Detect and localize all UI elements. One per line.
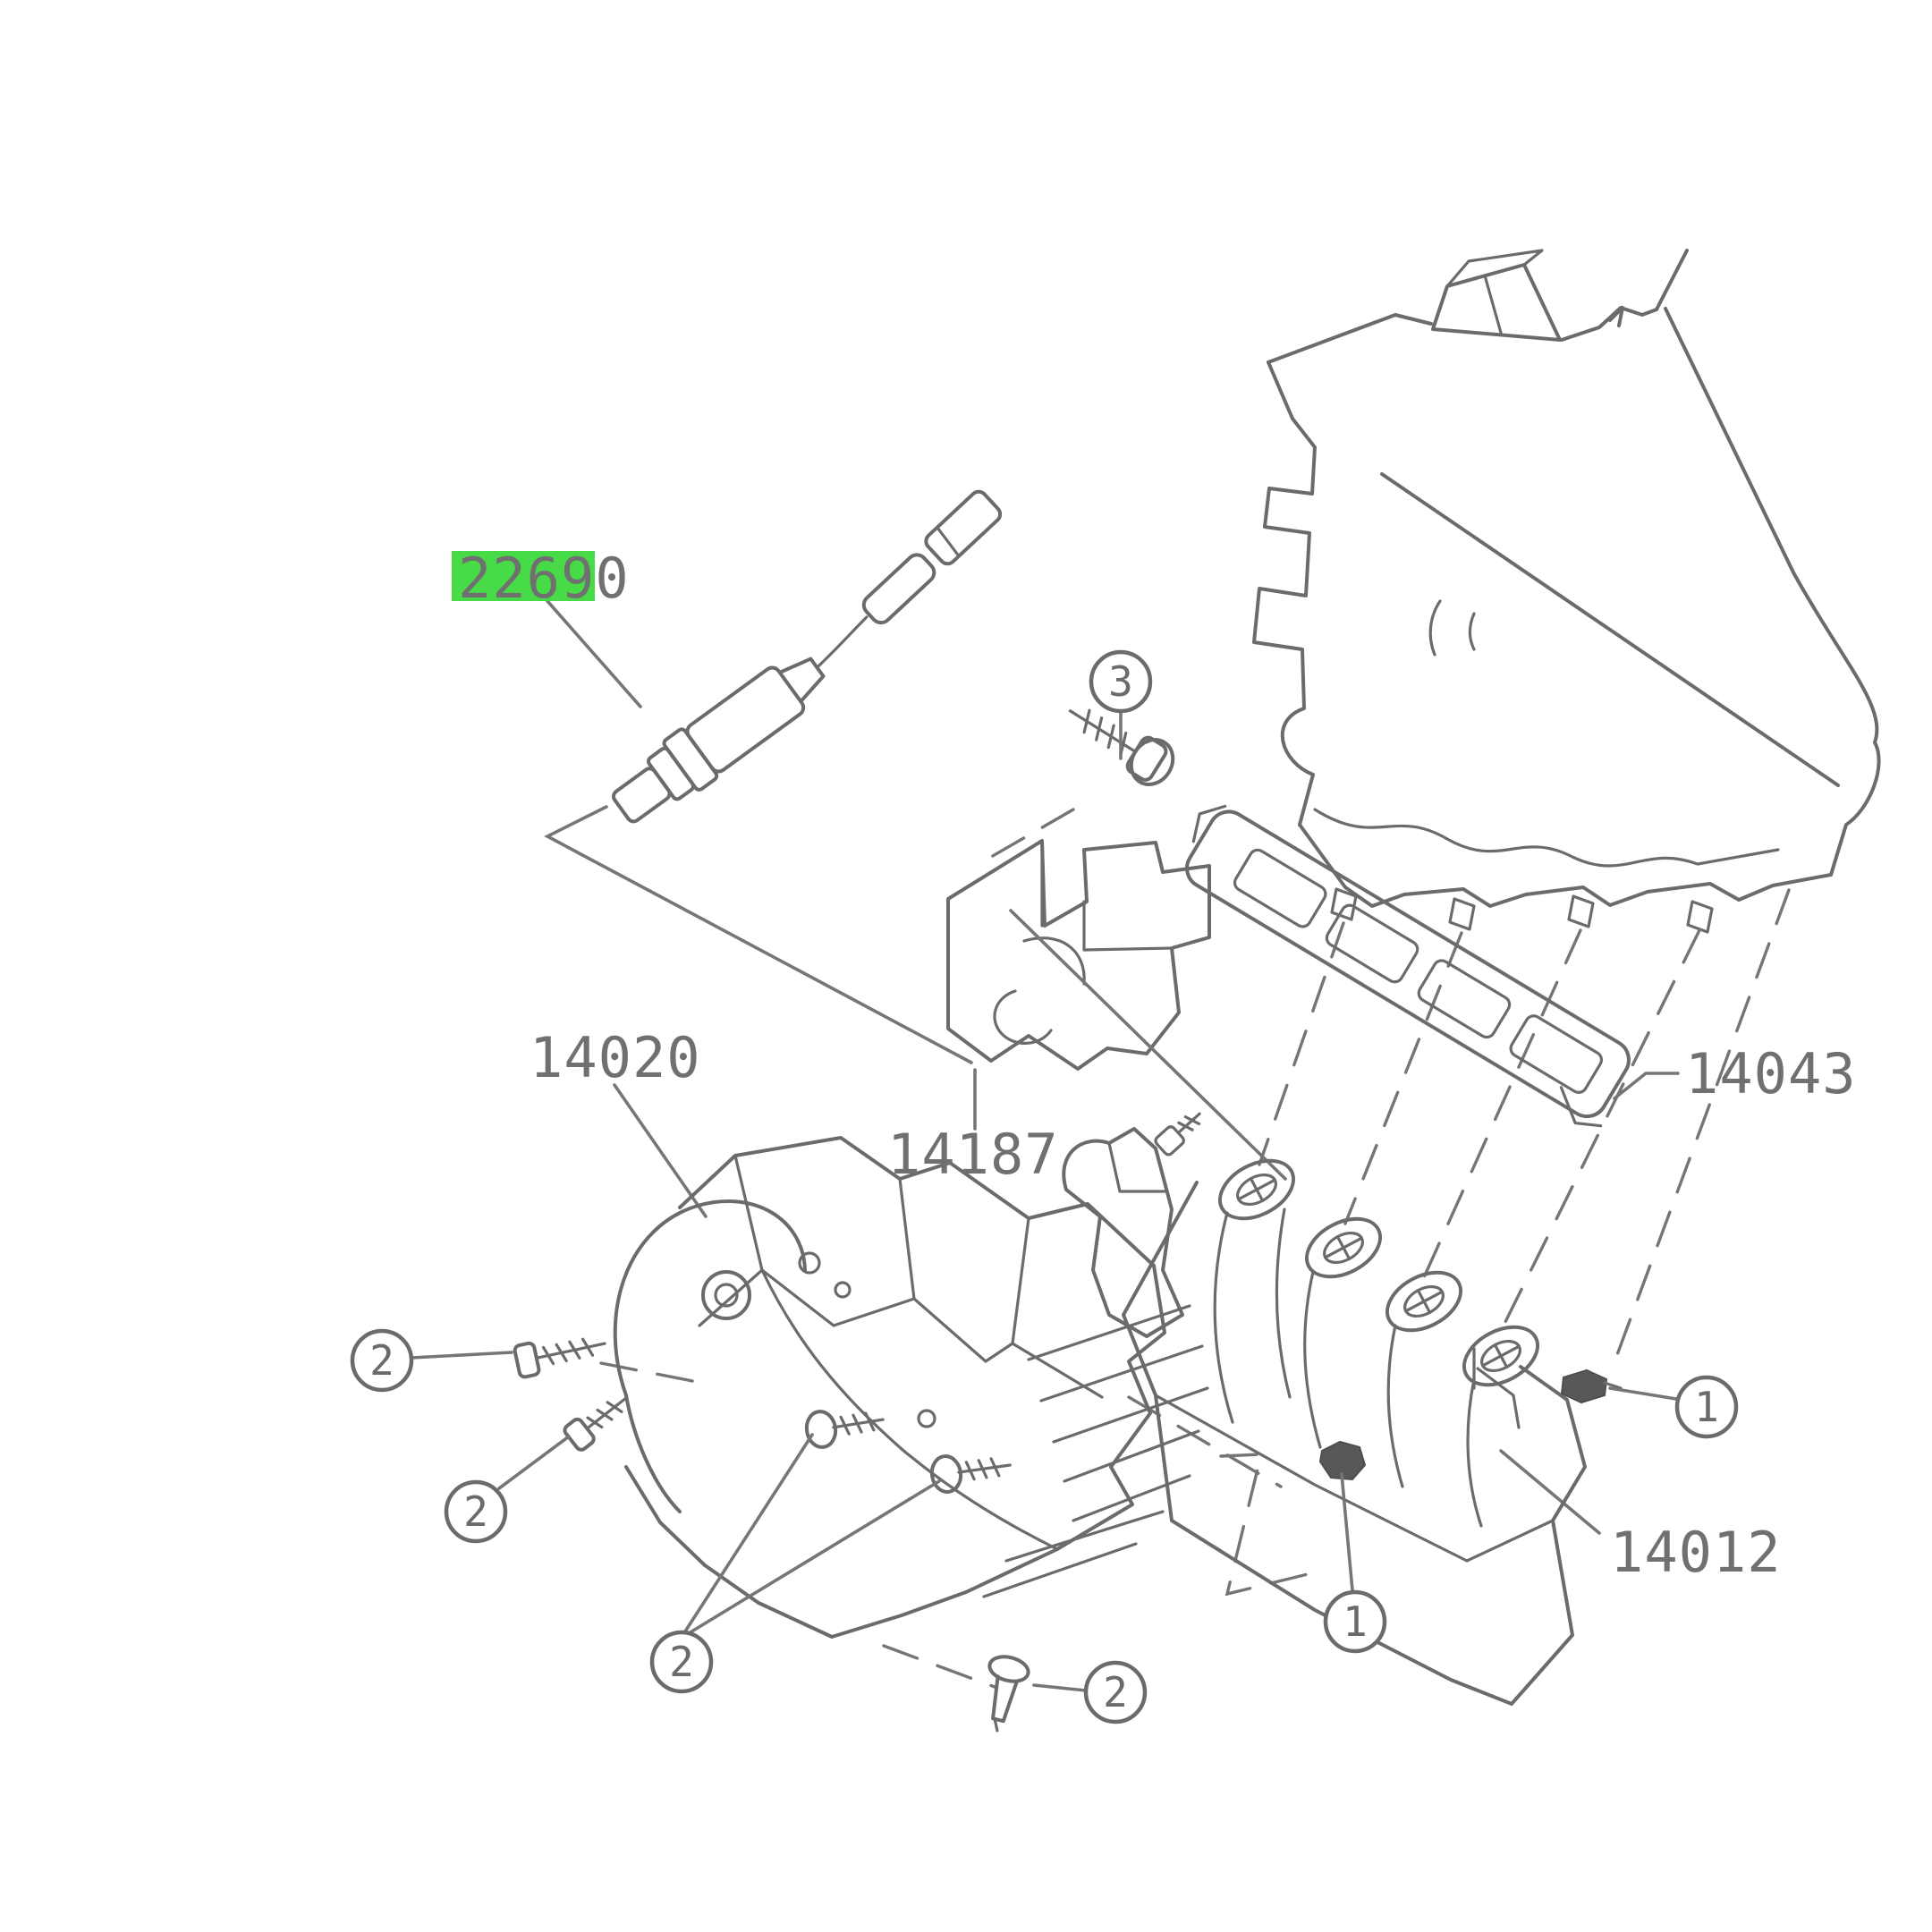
part-number-labels: 22690 14020 14187 14043 14012 [452,546,1857,1585]
insulator-strip-drawing [1185,804,1631,1128]
leader-lines [544,599,1680,1535]
marker-2-bottom-right: 2 [1083,1660,1148,1724]
bracket-bolt [1154,1112,1201,1157]
intake-manifold-drawing [1062,1112,1587,1706]
marker-label: 1 [1694,1383,1719,1431]
marker-label: 2 [669,1638,694,1686]
label-22690-highlighted: 2269 [458,546,595,611]
bolt-2-center-a [804,1410,885,1449]
manifold-ports [1217,1158,1540,1387]
marker-label: 1 [1343,1597,1368,1646]
screw-2-bottom [987,1655,1030,1733]
marker-label: 2 [463,1487,488,1536]
bolt-2-left-upper [513,1337,606,1379]
fasteners [513,708,1623,1733]
circled-markers: 3 2 2 2 2 1 1 [350,649,1739,1724]
assembly-axis-dashed-lines [599,808,1791,1689]
label-22690: 22690 [452,546,630,611]
bolt-1-right [1560,1368,1623,1404]
marker-1-right: 1 [1674,1375,1739,1439]
heat-shield-drawing [613,1136,1209,1639]
label-14020: 14020 [530,1025,701,1090]
marker-2-left-lower: 2 [444,1479,508,1544]
nut-1-bottom [1318,1440,1367,1481]
marker-3-top: 3 [1089,649,1153,714]
bolt-2-left-lower [563,1397,627,1452]
marker-1-bottom: 1 [1323,1589,1387,1654]
valve-cover-drawing [1252,249,1881,934]
bolt-3 [1068,708,1175,786]
bracket-drawing [946,839,1287,1181]
label-14012: 14012 [1610,1520,1782,1585]
svg-text:22690: 22690 [458,546,630,611]
highlight-box [452,551,595,601]
marker-2-bottom-center: 2 [649,1630,714,1694]
marker-label: 3 [1108,657,1133,706]
marker-2-left-upper: 2 [350,1328,414,1393]
sensor-drawing [612,489,1003,824]
label-22690-rest: 0 [595,546,629,611]
marker-label: 2 [369,1336,394,1385]
bolt-2-center-b [929,1454,1012,1494]
label-14043: 14043 [1685,1041,1857,1106]
marker-leader-lines [410,710,1678,1692]
label-14187: 14187 [887,1122,1059,1187]
marker-label: 2 [1103,1668,1128,1716]
